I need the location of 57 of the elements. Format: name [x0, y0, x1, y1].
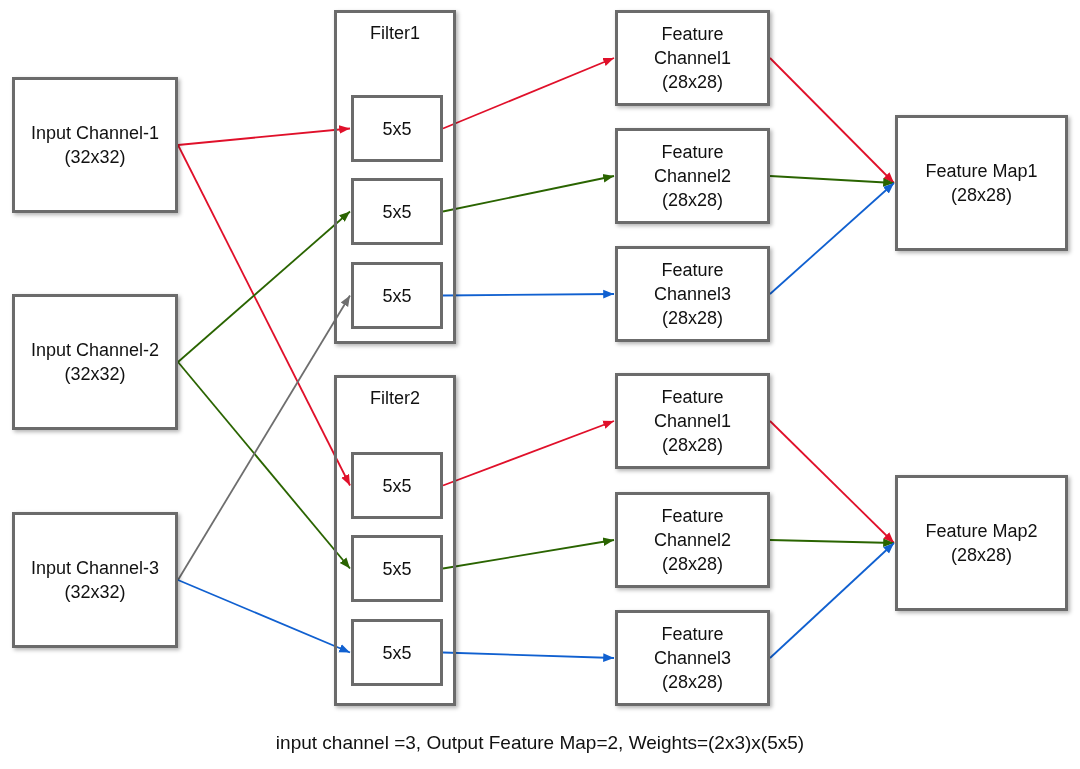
arrow [177, 125, 351, 146]
process-box [12, 512, 178, 648]
node-label: Input Channel-1 (32x32) [29, 122, 161, 169]
node-label: Input Channel-2 (32x32) [29, 339, 161, 386]
process-box [615, 610, 770, 706]
filter-group-box [334, 375, 456, 706]
arrow [442, 57, 615, 130]
kernel-box [351, 262, 443, 329]
arrow [442, 651, 615, 662]
node-label: Feature Channel2 (28x28) [652, 505, 733, 576]
arrow [442, 420, 615, 487]
process-box [895, 115, 1068, 251]
arrow [769, 420, 895, 544]
arrow [177, 579, 351, 654]
node-label: Input Channel-3 (32x32) [29, 557, 161, 604]
node-label: 5x5 [381, 200, 413, 224]
arrow [769, 542, 895, 659]
caption: input channel =3, Output Feature Map=2, Weights=(2x3)x(5x5) [274, 732, 806, 754]
arrow [442, 537, 615, 570]
process-box [12, 294, 178, 430]
arrow [442, 289, 615, 299]
kernel-box [351, 535, 443, 602]
arrow [177, 210, 351, 363]
process-box [615, 10, 770, 106]
kernel-box [351, 95, 443, 162]
node-label: Feature Channel1 (28x28) [652, 386, 733, 457]
arrow [769, 175, 895, 187]
process-box [615, 128, 770, 224]
process-box [615, 492, 770, 588]
group-title: Filter1 [369, 22, 421, 45]
node-label: 5x5 [381, 641, 413, 665]
process-box [12, 77, 178, 213]
kernel-box [351, 619, 443, 686]
arrow [177, 361, 351, 570]
kernel-box [351, 452, 443, 519]
node-label: Feature Channel3 (28x28) [652, 623, 733, 694]
node-label: 5x5 [381, 284, 413, 308]
node-label: Feature Channel2 (28x28) [652, 141, 733, 212]
arrow [769, 57, 895, 184]
arrow [177, 294, 351, 581]
process-box [895, 475, 1068, 611]
kernel-box [351, 178, 443, 245]
process-box [615, 373, 770, 469]
arrow [769, 182, 895, 295]
arrow [442, 173, 615, 213]
node-label: Feature Channel3 (28x28) [652, 259, 733, 330]
group-title: Filter2 [369, 387, 421, 410]
filter-group-box [334, 10, 456, 344]
node-label: Feature Map2 (28x28) [924, 520, 1039, 567]
node-label: Feature Channel1 (28x28) [652, 23, 733, 94]
node-label: 5x5 [381, 557, 413, 581]
node-label: 5x5 [381, 117, 413, 141]
node-label: Feature Map1 (28x28) [924, 160, 1039, 207]
node-label: 5x5 [381, 474, 413, 498]
arrow [769, 538, 895, 548]
process-box [615, 246, 770, 342]
arrow [177, 144, 351, 487]
